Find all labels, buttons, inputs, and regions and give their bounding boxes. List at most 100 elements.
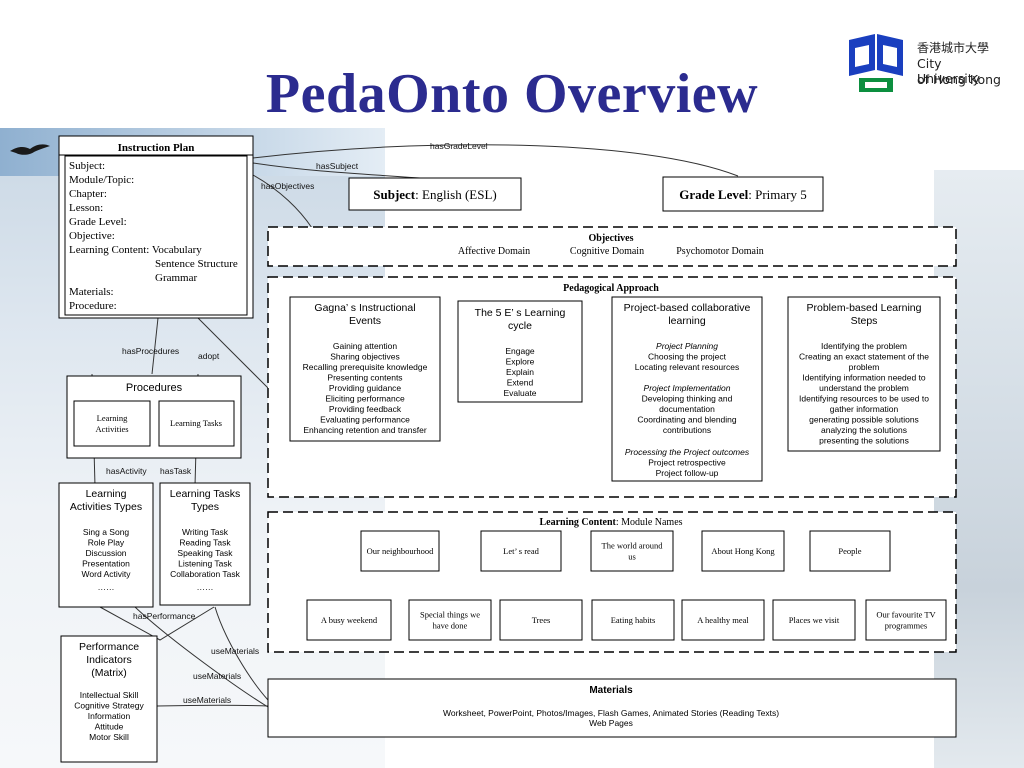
module-name-label: Eating habits <box>611 615 656 625</box>
activity-type-item: Role Play <box>88 538 125 548</box>
edge-label-has-grade-level: hasGradeLevel <box>430 141 488 151</box>
gagne-box: Gagna’ s Instructional Events Gaining at… <box>289 296 441 442</box>
module-name-box: Our neighbourhood <box>360 530 440 572</box>
plan-field-chapter: Chapter: <box>69 188 107 200</box>
edge-label-use-materials-3: useMaterials <box>183 695 231 705</box>
objectives-header: Objectives <box>589 233 634 244</box>
subject-label: Subject <box>373 187 416 202</box>
edge-label-has-subject: hasSubject <box>316 161 359 171</box>
page-title: PedaOnto Overview <box>265 63 759 125</box>
project-line: contributions <box>663 425 711 435</box>
svg-text:Subject: English (ESL): Subject: English (ESL) <box>373 187 497 202</box>
edge-label-has-task: hasTask <box>160 466 192 476</box>
module-name-box: Trees <box>499 599 583 641</box>
gagne-title-2: Events <box>349 315 381 327</box>
grade-level-value: : Primary 5 <box>748 187 807 202</box>
module-name-label: programmes <box>885 621 928 631</box>
performance-title-3: (Matrix) <box>91 667 127 679</box>
project-title-1: Project-based collaborative <box>624 302 751 314</box>
task-types-box: Learning Tasks Types Writing Task Readin… <box>159 482 251 606</box>
plan-field-module: Module/Topic: <box>69 174 134 186</box>
module-name-box: Places we visit <box>772 599 856 641</box>
problem-item: analyzing the solutions <box>821 425 907 435</box>
gagne-item: Enhancing retention and transfer <box>303 425 427 435</box>
project-line: Project follow-up <box>656 468 719 478</box>
materials-box: Materials Worksheet, PowerPoint, Photos/… <box>267 678 957 738</box>
pedagogical-approach-header: Pedagogical Approach <box>563 283 659 294</box>
task-type-item: Speaking Task <box>177 548 233 558</box>
module-name-label: About Hong Kong <box>711 546 775 556</box>
five-e-title-2: cycle <box>508 320 532 332</box>
grade-level-label: Grade Level <box>679 187 748 202</box>
activity-type-item: Presentation <box>82 559 130 569</box>
gagne-item: Gaining attention <box>333 341 398 351</box>
gagne-title-1: Gagna’ s Instructional <box>314 302 415 314</box>
objective-affective: Affective Domain <box>458 246 530 257</box>
problem-item: gather information <box>830 404 899 414</box>
module-name-label: Trees <box>532 615 551 625</box>
module-name-box: People <box>809 530 891 572</box>
objective-psychomotor: Psychomotor Domain <box>676 246 764 257</box>
problem-item: Creating an exact statement of the <box>799 352 929 362</box>
materials-header: Materials <box>589 685 633 696</box>
project-title-2: learning <box>668 315 706 327</box>
project-line: Choosing the project <box>648 352 727 362</box>
edge-label-use-materials-2: useMaterials <box>193 671 241 681</box>
five-e-box: The 5 E’ s Learning cycle Engage Explore… <box>457 300 583 403</box>
gagne-item: Sharing objectives <box>330 352 399 362</box>
problem-item: Identifying information needed to <box>802 373 926 383</box>
performance-indicators-box: Performance Indicators (Matrix) Intellec… <box>60 635 158 763</box>
plan-field-grade: Grade Level: <box>69 216 127 228</box>
task-type-item: …… <box>197 582 214 592</box>
project-based-box: Project-based collaborative learning Pro… <box>611 296 763 482</box>
task-types-title-2: Types <box>191 501 219 513</box>
activity-types-title-1: Learning <box>86 488 127 500</box>
project-line: Locating relevant resources <box>635 362 739 372</box>
objectives-box: Objectives Affective Domain Cognitive Do… <box>267 226 957 267</box>
subject-box: Subject: English (ESL) <box>348 177 522 211</box>
module-name-box: Let’ s read <box>480 530 562 572</box>
module-name-box: Eating habits <box>591 599 675 641</box>
procedures-box: Procedures Learning Activities Learning … <box>66 375 242 459</box>
module-name-box: About Hong Kong <box>701 530 785 572</box>
learning-content-header: Learning Content <box>539 517 616 528</box>
problem-item: problem <box>849 362 880 372</box>
subject-value: : English (ESL) <box>415 187 497 202</box>
module-name-label: Let’ s read <box>503 546 539 556</box>
grade-level-box: Grade Level: Primary 5 <box>662 176 824 212</box>
module-name-label: Places we visit <box>789 615 840 625</box>
problem-title-2: Steps <box>851 315 878 327</box>
five-e-title-1: The 5 E’ s Learning <box>475 307 566 319</box>
materials-line-1: Worksheet, PowerPoint, Photos/Images, Fl… <box>443 708 779 718</box>
learning-tasks-label: Learning Tasks <box>170 418 222 428</box>
performance-item: Motor Skill <box>89 732 129 742</box>
university-logo: 香港城市大學 City University of Hong Kong <box>845 30 1005 96</box>
task-type-item: Collaboration Task <box>170 569 241 579</box>
logo-english-line2: of Hong Kong <box>917 72 1001 87</box>
plan-field-content-3: Grammar <box>155 272 197 284</box>
gagne-item: Providing feedback <box>329 404 402 414</box>
task-type-item: Writing Task <box>182 527 229 537</box>
performance-item: Information <box>88 711 131 721</box>
bird-icon <box>10 144 50 155</box>
problem-based-box: Problem-based Learning Steps Identifying… <box>787 296 941 452</box>
problem-item: understand the problem <box>819 383 909 393</box>
module-name-label: The world around <box>602 541 664 551</box>
edge-label-has-performance: hasPerformance <box>133 611 196 621</box>
five-e-item: Engage <box>505 346 535 356</box>
performance-title-1: Performance <box>79 641 139 653</box>
problem-item: Identifying the problem <box>821 341 907 351</box>
learning-content-subheader: : Module Names <box>616 517 683 528</box>
module-name-label: Our favourite TV <box>876 610 936 620</box>
task-types-title-1: Learning Tasks <box>170 488 240 500</box>
plan-field-content: Learning Content: Vocabulary <box>69 244 202 256</box>
plan-field-procedure: Procedure: <box>69 300 117 312</box>
learning-activities-node <box>73 400 151 447</box>
module-name-label: Our neighbourhood <box>367 546 435 556</box>
project-line: Developing thinking and <box>642 394 733 404</box>
activity-type-item: Sing a Song <box>83 527 130 537</box>
